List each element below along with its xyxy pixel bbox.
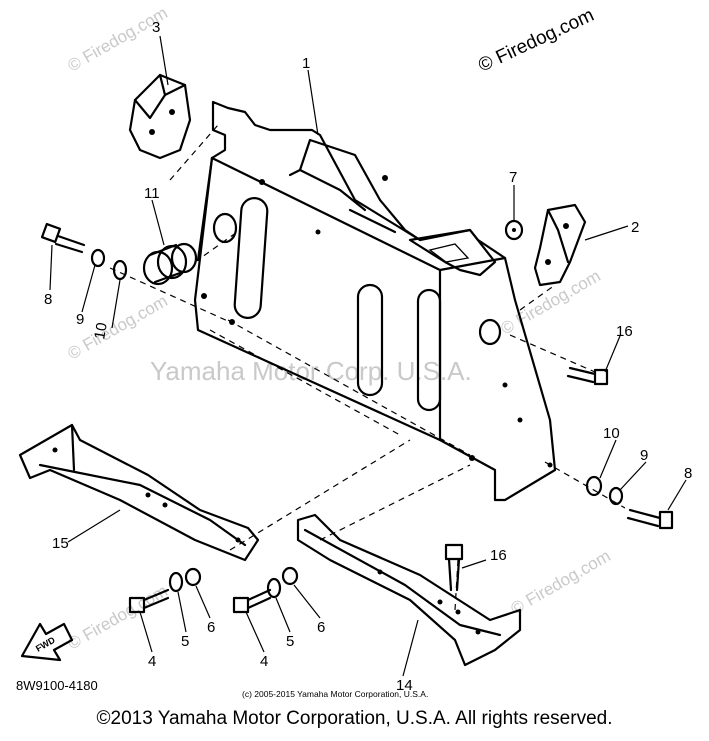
leader-lines	[49, 35, 687, 677]
callout-8-right: 8	[684, 465, 692, 482]
callout-2: 2	[631, 219, 639, 236]
callout-16-lower: 16	[490, 547, 507, 564]
washer-5-right	[266, 577, 282, 599]
callout-9-left: 9	[76, 311, 84, 328]
watermark-layer: © Firedog.com © Firedog.com © Firedog.co…	[65, 3, 614, 653]
callout-5-right: 5	[286, 633, 294, 650]
callout-11: 11	[144, 185, 160, 202]
washer-6-right	[281, 566, 299, 586]
forward-arrow: FWD	[20, 622, 74, 662]
callout-6-left: 6	[207, 619, 215, 636]
crossmember-14	[296, 513, 522, 667]
bolt-4-left	[128, 588, 170, 614]
callout-4-right: 4	[260, 653, 268, 670]
washer-9-left	[90, 248, 106, 268]
bolt-16-lower	[444, 543, 464, 592]
callout-16-right: 16	[616, 323, 633, 340]
callout-15: 15	[52, 535, 69, 552]
bolt-4-right	[232, 588, 272, 614]
rubber-mount-11	[142, 242, 198, 286]
callout-14: 14	[396, 677, 413, 694]
callout-8-left: 8	[44, 291, 52, 308]
footer-copyright: ©2013 Yamaha Motor Corporation, U.S.A. A…	[96, 708, 613, 729]
assembly-lines	[109, 124, 626, 611]
diagram-part-number: 8W9100-4180	[16, 678, 98, 693]
watermark-firedog: © Firedog.com	[65, 581, 171, 653]
watermark-firedog: © Firedog.com	[498, 266, 604, 338]
main-bracket-1	[193, 100, 557, 502]
bracket-2	[533, 203, 587, 287]
callout-4-left: 4	[148, 653, 156, 670]
callout-7: 7	[509, 169, 517, 186]
callout-10-right: 10	[603, 425, 620, 442]
callout-9-right: 9	[640, 447, 648, 464]
watermark-firedog: © Firedog.com	[508, 546, 614, 618]
callout-10-left: 10	[91, 321, 111, 340]
washer-10-left	[112, 259, 128, 281]
callout-numbers: 3 1 11 7 2 8 9 10 16 10 9 8 15 16 4 5 6 …	[44, 19, 692, 694]
firedog-copyright: © Firedog.com	[475, 5, 597, 77]
washer-10-right	[585, 475, 603, 497]
washer-9-right	[608, 486, 624, 506]
bolt-8-left	[40, 222, 86, 254]
nut-7	[504, 219, 524, 241]
callout-6-right: 6	[317, 619, 325, 636]
bolt-8-right	[626, 508, 674, 530]
callout-5-left: 5	[181, 633, 189, 650]
callout-1: 1	[302, 55, 310, 72]
watermark-firedog: © Firedog.com	[65, 3, 171, 75]
washer-5-left	[168, 571, 184, 593]
washer-6-left	[184, 567, 202, 587]
small-copyright: (c) 2005-2015 Yamaha Motor Corporation, …	[242, 689, 428, 699]
callout-3: 3	[152, 19, 160, 36]
bolt-16-right	[566, 366, 609, 386]
crossmember-15	[18, 423, 260, 562]
bracket-3	[128, 73, 192, 160]
